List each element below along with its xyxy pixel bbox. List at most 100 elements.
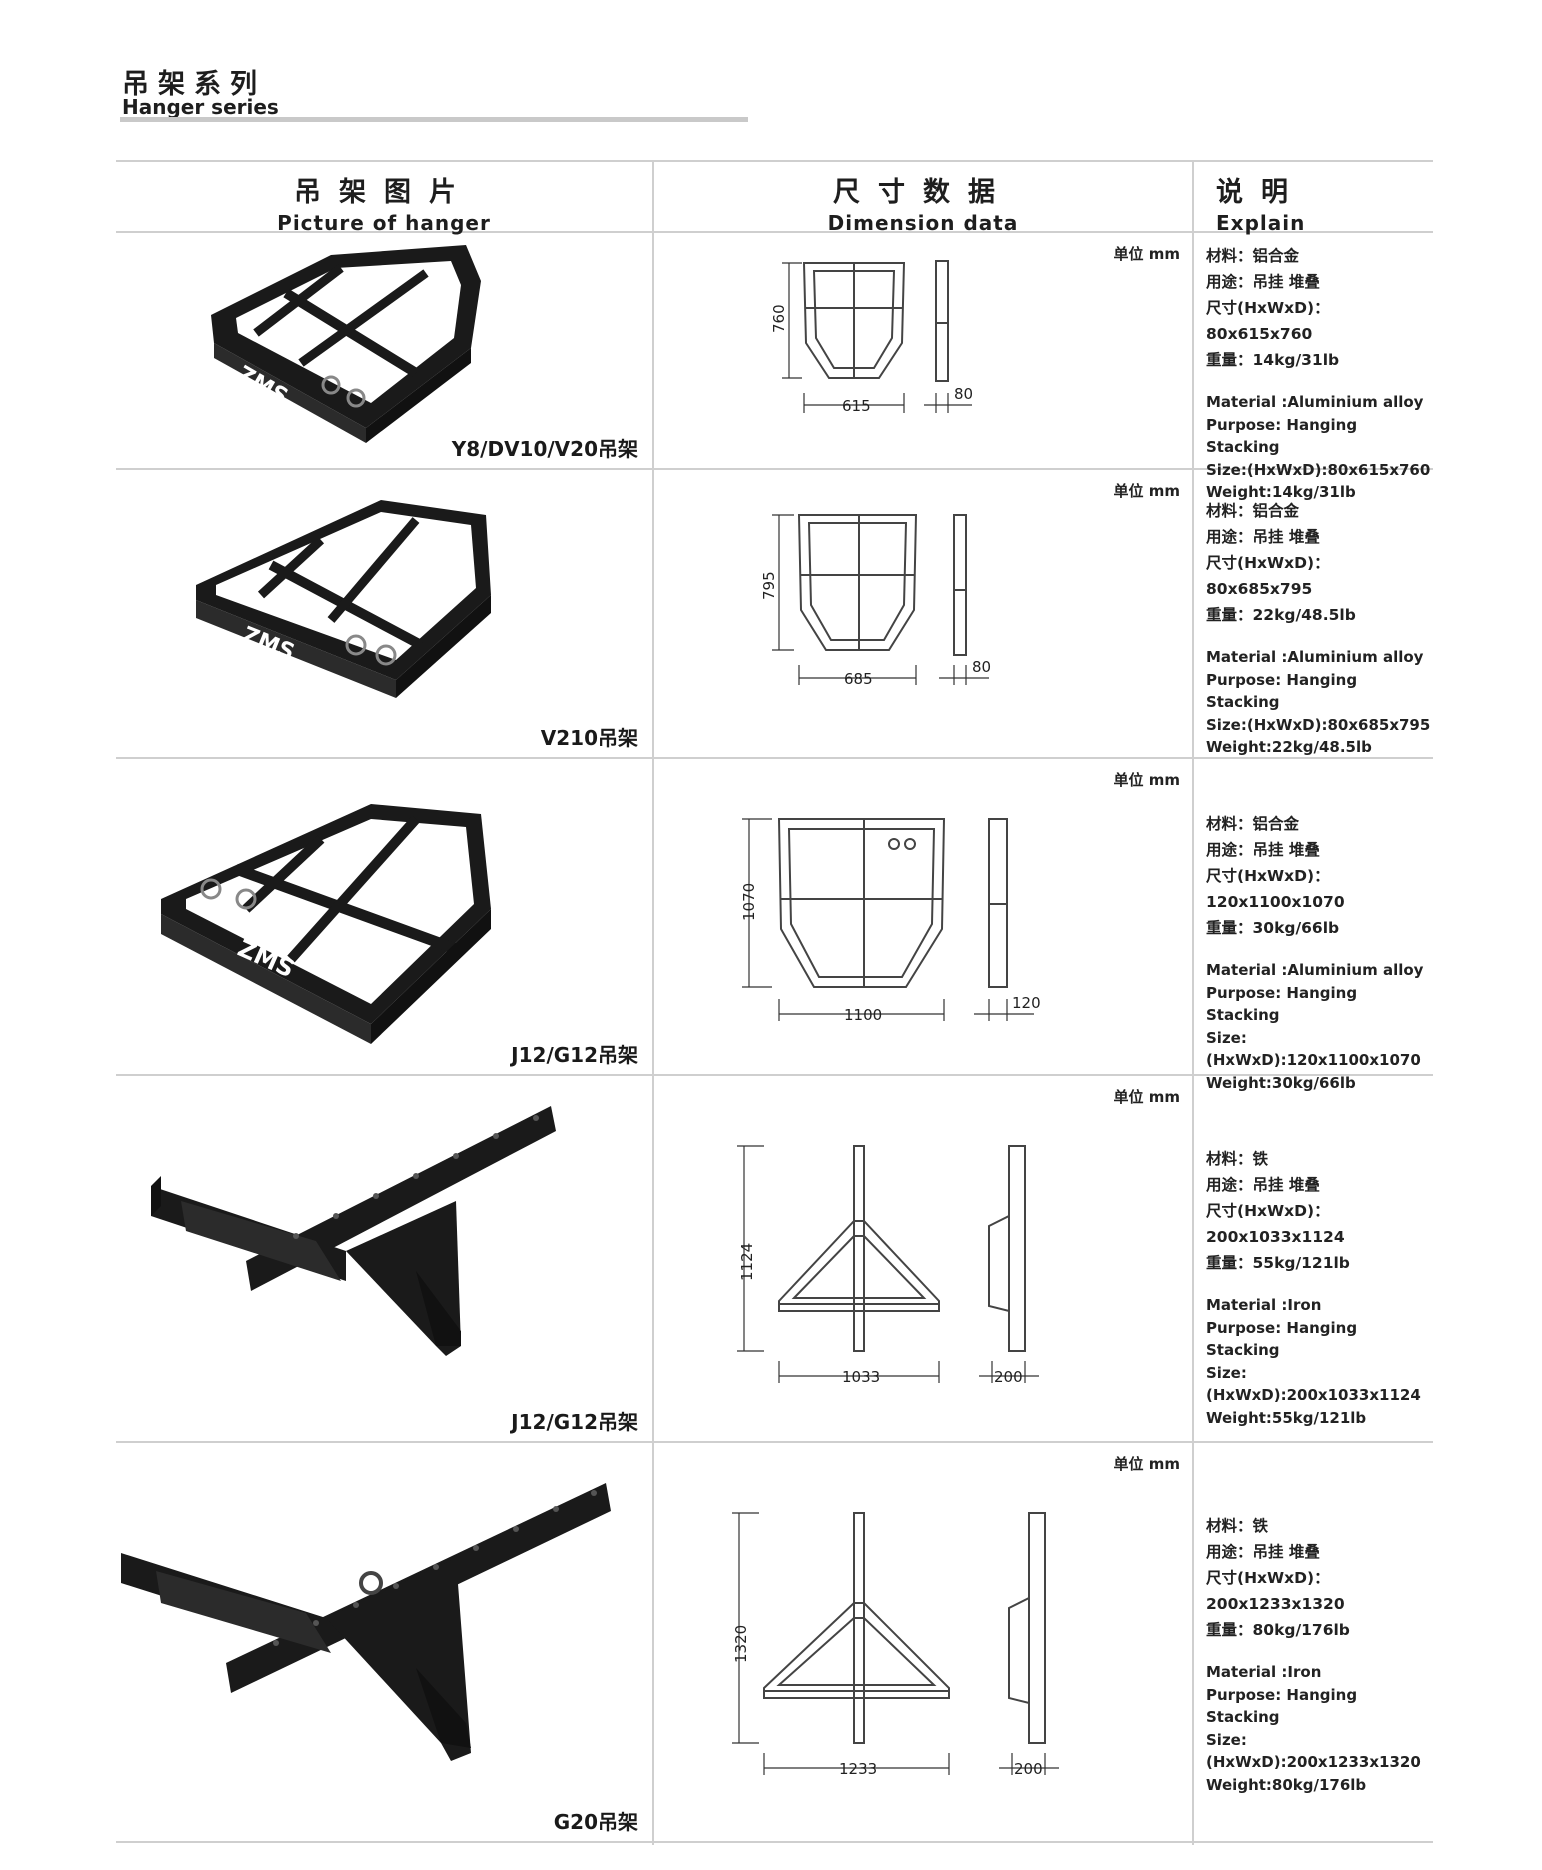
hanger-row: G20吊架 单位 mm [116,1443,1433,1841]
explain-block: 材料：铁 用途：吊挂 堆叠 尺寸(HxWxD)：200x1233x1320 重量… [1206,1513,1431,1796]
weight-zh: 重量：55kg/121lb [1206,1254,1350,1272]
hanger-row: J12/G12吊架 单位 mm [116,1076,1433,1441]
hanger-frame-image: ZMS [196,500,491,698]
dimension-drawing: 单位 mm [654,759,1192,1074]
size-en: Size:(HxWxD):200x1033x1124 [1206,1363,1421,1405]
hanger-row: ZMS V210吊架 单位 mm [116,470,1433,757]
purpose-zh: 用途：吊挂 堆叠 [1206,841,1320,859]
dimension-width: 615 [842,397,871,415]
purpose-zh: 用途：吊挂 堆叠 [1206,528,1320,546]
weight-zh: 重量：14kg/31lb [1206,351,1340,369]
dimension-drawing-svg: 1124 1033 200 [737,1145,1039,1386]
material-en: Material :Iron [1206,1296,1322,1314]
hanger-picture: ZMS Y8/DV10/V20吊架 [116,233,652,468]
table-column-divider [652,160,654,1845]
dimension-drawing: 单位 mm [654,470,1192,757]
material-en: Material :Iron [1206,1663,1322,1681]
table-rule [116,231,1433,233]
hanger-frame-image [151,1106,556,1356]
model-label: J12/G12吊架 [511,1410,638,1434]
unit-label: 单位 mm [1113,245,1180,263]
header-picture-zh: 吊架图片 [294,177,474,208]
size-en: Size:(HxWxD):80x615x760 [1206,460,1431,479]
dimension-depth: 200 [994,1368,1023,1386]
hanger-frame-image: ZMS [211,245,481,443]
weight-zh: 重量：80kg/176lb [1206,1621,1350,1639]
header-dimension-en: Dimension data [827,211,1019,235]
dimension-depth: 80 [954,385,973,403]
dimension-height: 795 [760,571,778,600]
header-picture-en: Picture of hanger [277,211,491,235]
model-label: V210吊架 [540,726,638,750]
model-label: Y8/DV10/V20吊架 [451,437,638,461]
material-en: Material :Aluminium alloy [1206,648,1424,666]
hanger-picture: G20吊架 [116,1443,652,1841]
table-rule [116,468,1433,470]
table-column-divider [1192,160,1194,1845]
dimension-height: 1070 [740,883,758,921]
purpose-en: Purpose: Hanging Stacking [1206,415,1358,457]
dimension-drawing: 单位 mm [654,1076,1192,1441]
material-zh: 材料：铝合金 [1206,247,1300,265]
title-underline [120,117,748,122]
dimension-drawing-svg: 760 615 80 [770,260,973,415]
table-rule [116,160,1433,162]
dimension-drawing: 单位 mm [654,1443,1192,1841]
model-label: G20吊架 [553,1810,638,1834]
explain-block: 材料：铁 用途：吊挂 堆叠 尺寸(HxWxD)：200x1033x1124 重量… [1206,1146,1431,1429]
hanger-picture: ZMS V210吊架 [116,470,652,757]
purpose-en: Purpose: Hanging Stacking [1206,983,1358,1025]
purpose-en: Purpose: Hanging Stacking [1206,670,1358,712]
dimension-depth: 200 [1014,1760,1043,1778]
material-zh: 材料：铁 [1206,1150,1269,1168]
size-zh: 尺寸(HxWxD)：80x685x795 [1206,554,1330,598]
dimension-height: 760 [770,304,788,333]
unit-label: 单位 mm [1113,482,1180,500]
dimension-drawing-svg: 1070 1100 120 [740,818,1041,1024]
purpose-zh: 用途：吊挂 堆叠 [1206,273,1320,291]
table-rule [116,1441,1433,1443]
unit-label: 单位 mm [1113,771,1180,789]
unit-label: 单位 mm [1113,1455,1180,1473]
size-zh: 尺寸(HxWxD)：120x1100x1070 [1206,867,1345,911]
weight-en: Weight:22kg/48.5lb [1206,738,1372,756]
dimension-depth: 80 [972,658,991,676]
explain-block: 材料：铝合金 用途：吊挂 堆叠 尺寸(HxWxD)：80x615x760 重量：… [1206,243,1431,504]
hanger-row: ZMS J12/G12吊架 单位 mm [116,759,1433,1092]
unit-label: 单位 mm [1113,1088,1180,1106]
hanger-picture: J12/G12吊架 [116,1076,652,1441]
purpose-zh: 用途：吊挂 堆叠 [1206,1176,1320,1194]
table-rule [116,757,1433,759]
weight-en: Weight:80kg/176lb [1206,1775,1367,1794]
size-en: Size:(HxWxD):200x1233x1320 [1206,1730,1421,1772]
weight-en: Weight:55kg/121lb [1206,1408,1367,1427]
material-zh: 材料：铝合金 [1206,815,1300,833]
size-zh: 尺寸(HxWxD)：200x1033x1124 [1206,1202,1345,1246]
model-label: J12/G12吊架 [511,1043,638,1067]
material-zh: 材料：铝合金 [1206,502,1300,520]
header-explain-zh: 说明 [1216,177,1306,208]
explain-block: 材料：铝合金 用途：吊挂 堆叠 尺寸(HxWxD)：80x685x795 重量：… [1206,498,1431,759]
hanger-frame-image: ZMS [161,804,491,1044]
weight-zh: 重量：30kg/66lb [1206,919,1340,937]
page-title-zh: 吊架系列 [122,69,266,100]
dimension-height: 1320 [732,1625,750,1663]
hanger-table: 吊架图片 Picture of hanger 尺寸数据 Dimension da… [116,160,1433,1845]
table-rule [116,1074,1433,1076]
size-zh: 尺寸(HxWxD)：200x1233x1320 [1206,1569,1345,1613]
dimension-width: 1033 [842,1368,880,1386]
size-zh: 尺寸(HxWxD)：80x615x760 [1206,299,1330,343]
dimension-width: 1233 [839,1760,877,1778]
header-explain-en: Explain [1216,211,1306,235]
dimension-drawing-svg: 795 685 80 [760,514,991,688]
weight-en: Weight:14kg/31lb [1206,483,1356,501]
dimension-drawing: 单位 mm [654,233,1192,468]
weight-zh: 重量：22kg/48.5lb [1206,606,1356,624]
table-rule [116,1841,1433,1843]
material-zh: 材料：铁 [1206,1517,1269,1535]
material-en: Material :Aluminium alloy [1206,393,1424,411]
purpose-zh: 用途：吊挂 堆叠 [1206,1543,1320,1561]
size-en: Size:(HxWxD):120x1100x1070 [1206,1028,1421,1070]
material-en: Material :Aluminium alloy [1206,961,1424,979]
size-en: Size:(HxWxD):80x685x795 [1206,715,1431,734]
